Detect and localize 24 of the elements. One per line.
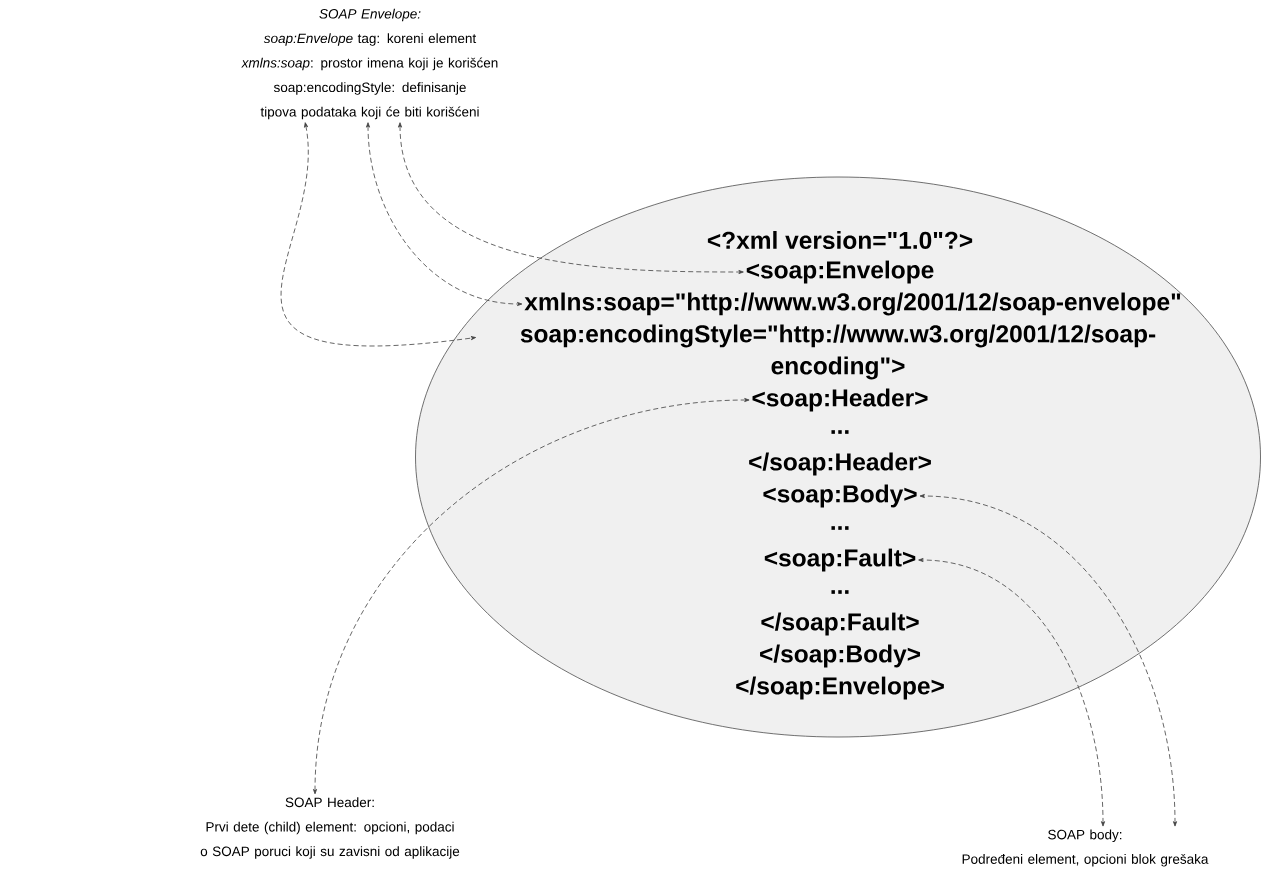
- code-line: soap:encodingStyle="http://www.w3.org/2001/12/soap-encoding">: [520, 324, 1156, 380]
- dashed-arrow: [398, 122, 744, 274]
- code-line: <?xml version="1.0"?>: [707, 231, 973, 249]
- code-line: </soap:Fault>: [761, 612, 919, 636]
- annotation-text: SOAP body: Podređeni element, opcioni blok grešaka: [962, 829, 1209, 867]
- code-line: </soap:Envelope>: [736, 676, 944, 700]
- code-line: </soap:Body>: [760, 644, 921, 668]
- dashed-arrow: [366, 122, 523, 306]
- code-line: </soap:Header>: [749, 452, 931, 476]
- code-line: ...: [831, 590, 849, 594]
- dashed-arrow: [919, 494, 1177, 827]
- code-line: <soap:Header>: [752, 388, 928, 412]
- code-line: <soap:Fault>: [764, 548, 916, 572]
- dashed-arrow: [280, 122, 477, 346]
- annotation-text: SOAP Header: Prvi dete (child) element: opcioni, podaci o SOAP poruci koji su zavisni od aplikacije: [200, 797, 460, 859]
- code-line: xmlns:soap="http://www.w3.org/2001/12/soap-envelope": [524, 292, 1181, 316]
- dashed-arrow: [313, 398, 750, 795]
- envelope-ellipse: [415, 176, 1261, 738]
- annotation-text: SOAP Envelope: soap:Envelope tag: koreni element xmlns:soap: prostor imena koji je korišćen soap:encodingStyle: definisanje tipova podataka koji će biti korišćeni: [241, 8, 498, 120]
- code-line: <soap:Envelope: [746, 260, 934, 284]
- dashed-arrow: [918, 558, 1105, 827]
- code-line: <soap:Body>: [763, 484, 917, 508]
- code-line: ...: [831, 526, 849, 530]
- code-line: ...: [831, 430, 849, 434]
